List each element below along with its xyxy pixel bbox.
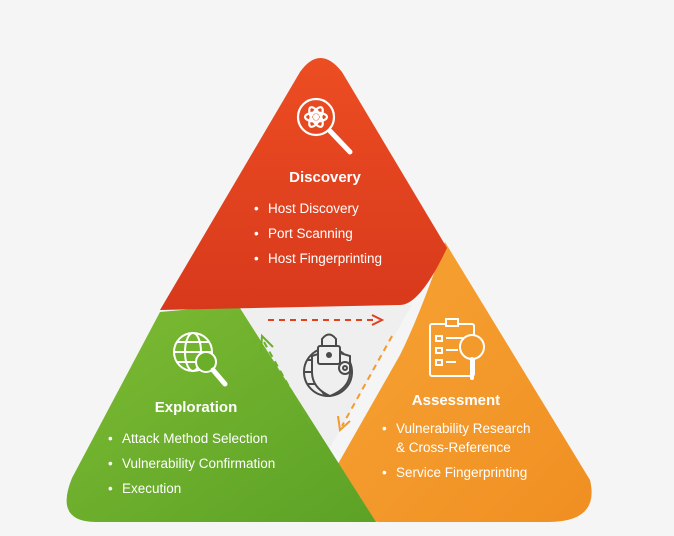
exploration-bullet: • xyxy=(108,481,113,496)
discovery-item: Host Fingerprinting xyxy=(268,251,382,266)
flow-arrows xyxy=(260,314,393,432)
discovery-segment xyxy=(160,58,447,310)
assessment-segment xyxy=(322,242,592,522)
assessment-bullet: • xyxy=(382,465,387,480)
exploration-item: Vulnerability Confirmation xyxy=(122,456,275,471)
assessment-title: Assessment xyxy=(412,392,500,409)
discovery-item: Port Scanning xyxy=(268,226,353,241)
exploration-item: Execution xyxy=(122,481,181,496)
globe-magnifier-icon xyxy=(173,332,228,387)
discovery-bullet: • xyxy=(254,201,259,216)
checklist-magnifier-icon xyxy=(429,318,485,380)
discovery-title: Discovery xyxy=(289,169,361,186)
exploration-title: Exploration xyxy=(155,399,238,416)
exploration-bullet: • xyxy=(108,456,113,471)
exploration-segment xyxy=(66,305,376,522)
arrow-head-green xyxy=(260,333,274,353)
arrow-exploration-to-discovery xyxy=(263,341,311,425)
assessment-item: Vulnerability Research xyxy=(396,421,531,436)
assessment-item: Service Fingerprinting xyxy=(396,465,527,480)
discovery-item: Host Discovery xyxy=(268,201,359,216)
assessment-item: & Cross-Reference xyxy=(396,440,511,455)
exploration-list: • Attack Method Selection • Vulnerabilit… xyxy=(108,431,275,496)
arrow-head-orange xyxy=(337,415,351,432)
discovery-bullet: • xyxy=(254,226,259,241)
arrow-head-red xyxy=(371,314,385,326)
globe-shield-lock-icon xyxy=(303,333,353,398)
magnifier-atom-icon xyxy=(296,97,353,155)
assessment-bullet: • xyxy=(382,421,387,436)
exploration-bullet: • xyxy=(108,431,113,446)
discovery-list: • Host Discovery • Port Scanning • Host … xyxy=(254,201,382,266)
exploration-item: Attack Method Selection xyxy=(122,431,268,446)
assessment-list: • Vulnerability Research & Cross-Referen… xyxy=(382,421,531,480)
discovery-bullet: • xyxy=(254,251,259,266)
